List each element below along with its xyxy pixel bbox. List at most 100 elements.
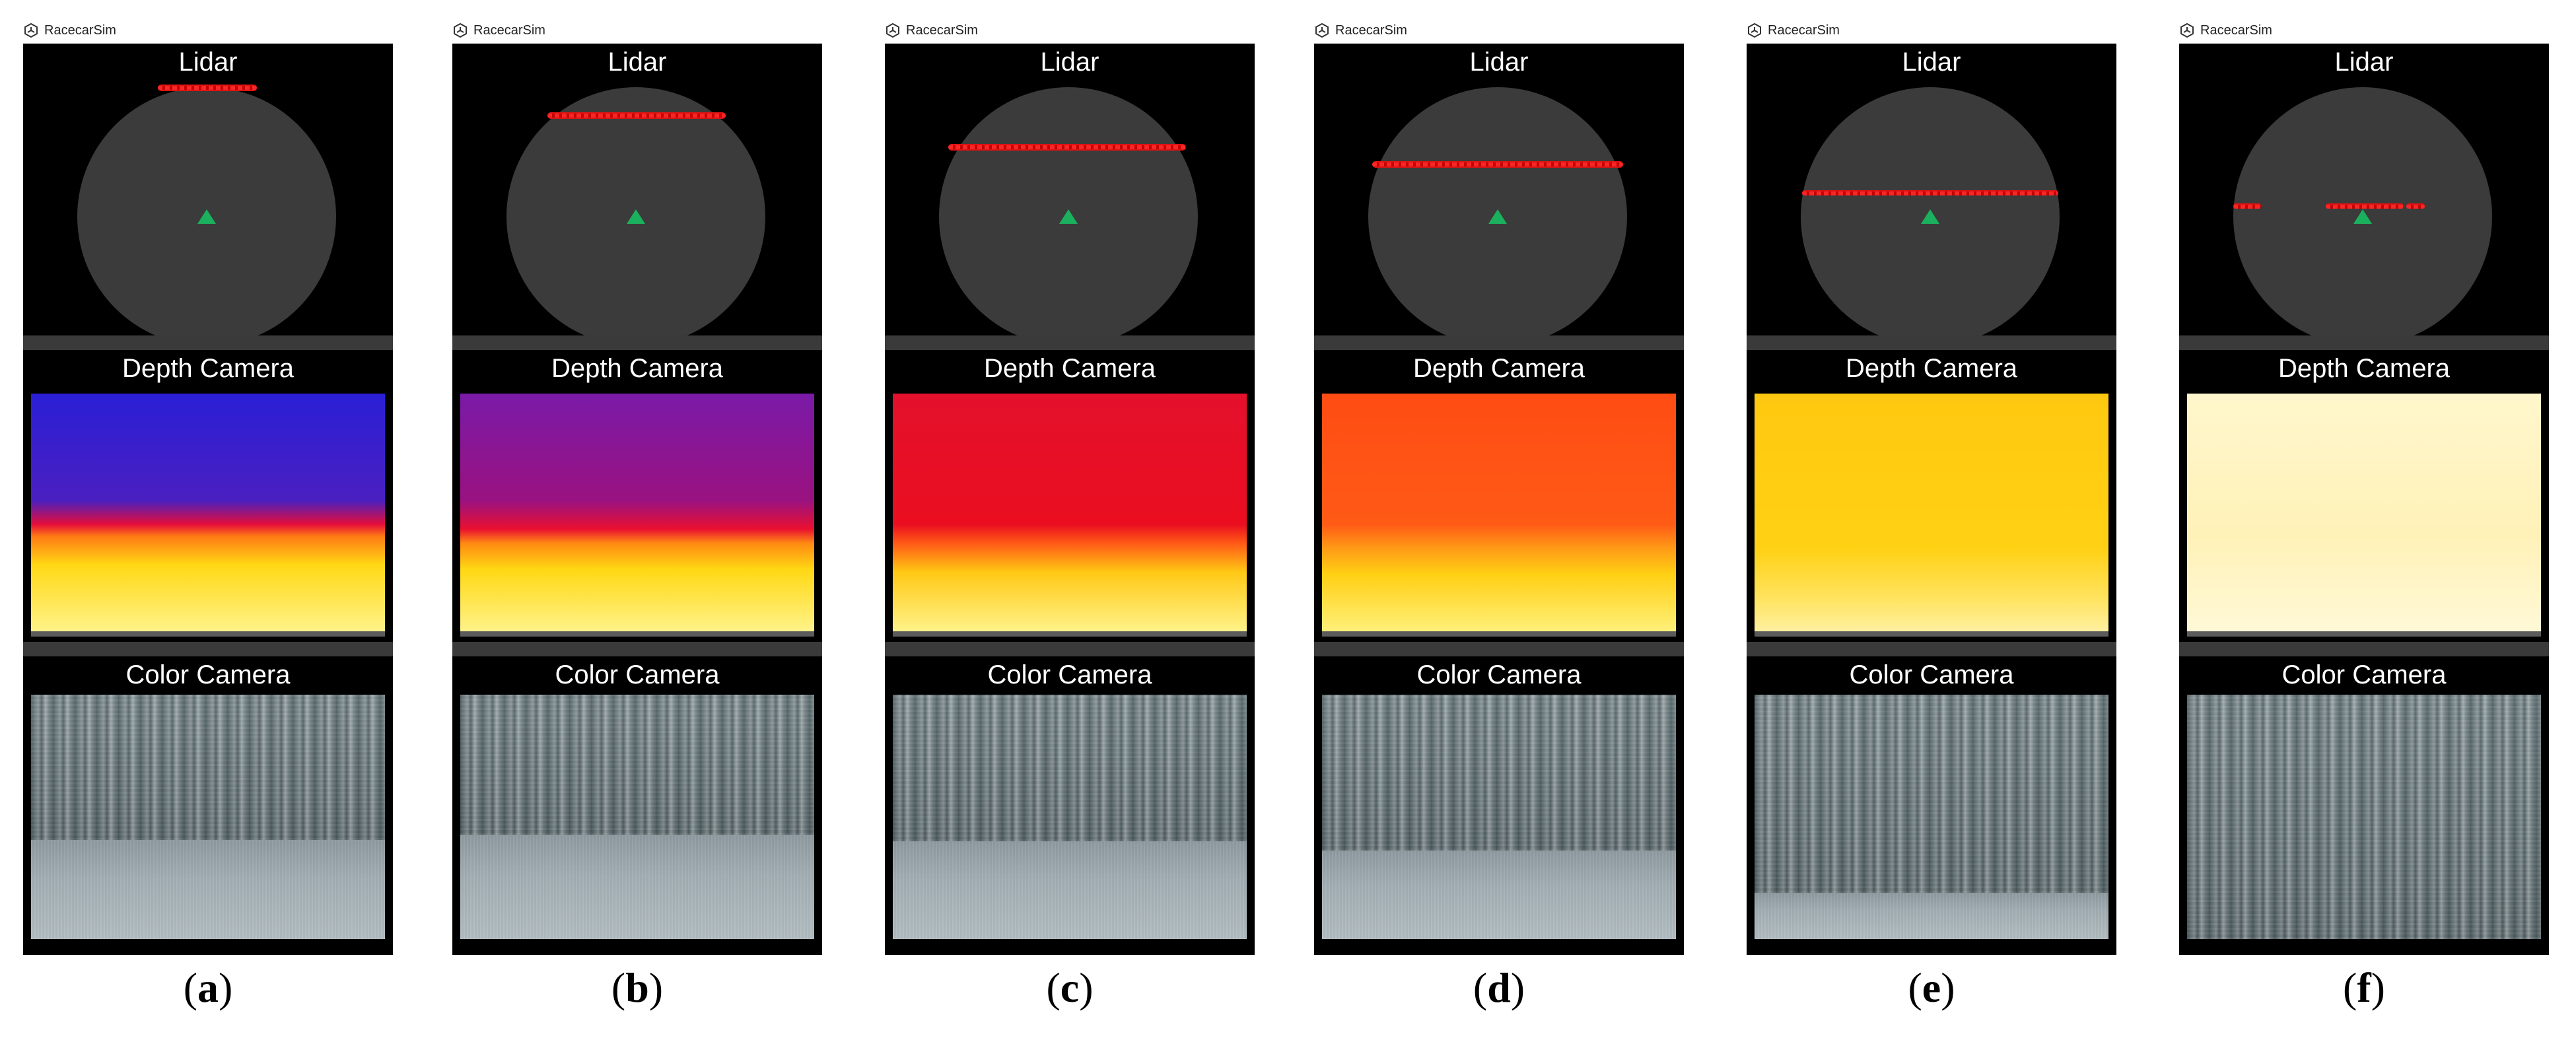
app-title: RacecarSim: [44, 22, 116, 38]
lidar-view: [939, 87, 1198, 346]
lidar-panel: Lidar: [2179, 44, 2549, 346]
subfigure-label: (a): [183, 964, 233, 1011]
color-camera-view: [893, 695, 1247, 939]
color-camera-title: Color Camera: [125, 660, 291, 689]
screenshot-a: RacecarSim Lidar Depth Camera Color Came…: [23, 0, 419, 1046]
racecarsim-window: Lidar Depth Camera Color Camera: [2179, 44, 2549, 955]
window-titlebar: RacecarSim: [1314, 18, 1684, 42]
subfigure-label: (d): [1473, 964, 1525, 1011]
lidar-panel: Lidar: [885, 44, 1255, 346]
lidar-scan-points: [2233, 203, 2261, 209]
window-titlebar: RacecarSim: [2179, 18, 2549, 42]
color-camera-title: Color Camera: [555, 660, 720, 689]
racecarsim-window: Lidar Depth Camera Color Camera: [1314, 44, 1684, 955]
app-title: RacecarSim: [1768, 22, 1840, 38]
unity-icon: [1314, 22, 1330, 38]
color-camera-title: Color Camera: [2281, 660, 2447, 689]
depth-camera-title: Depth Camera: [1412, 354, 1585, 383]
wall-texture: [1755, 695, 2108, 893]
lidar-scan-points: [547, 112, 726, 119]
panel-divider: [2179, 335, 2549, 350]
screenshot-e: RacecarSim Lidar Depth Camera Color Came…: [1747, 0, 2143, 1046]
wall-texture: [893, 695, 1247, 841]
wall-texture: [460, 695, 814, 835]
screenshot-d: RacecarSim Lidar Depth Camera Color Came…: [1314, 0, 1710, 1046]
car-marker-icon: [1488, 209, 1507, 224]
unity-icon: [23, 22, 39, 38]
depth-camera-view: [2187, 394, 2541, 637]
depth-camera-panel: Depth Camera: [2179, 350, 2549, 642]
color-camera-panel: Color Camera: [1747, 656, 2116, 955]
lidar-panel: Lidar: [452, 44, 822, 346]
depth-camera-title: Depth Camera: [1845, 354, 2018, 383]
depth-camera-title: Depth Camera: [551, 354, 724, 383]
unity-icon: [2179, 22, 2195, 38]
panel-divider: [885, 335, 1255, 350]
lidar-title: Lidar: [2334, 48, 2394, 77]
lidar-scan-points: [2406, 203, 2425, 209]
lidar-panel: Lidar: [1314, 44, 1684, 346]
panel-divider: [23, 642, 393, 656]
panel-divider: [1747, 335, 2116, 350]
depth-camera-panel: Depth Camera: [1747, 350, 2116, 642]
color-camera-view: [31, 695, 385, 939]
wall-texture: [2187, 695, 2541, 939]
lidar-view: [77, 85, 336, 346]
color-camera-view: [1322, 695, 1676, 939]
lidar-title: Lidar: [1469, 48, 1529, 77]
depth-camera-view: [1755, 394, 2108, 637]
car-marker-icon: [1921, 209, 1939, 224]
depth-camera-title: Depth Camera: [2278, 354, 2451, 383]
screenshot-f: RacecarSim Lidar Depth Camera Color Came…: [2179, 0, 2575, 1046]
panel-divider: [452, 642, 822, 656]
window-titlebar: RacecarSim: [1747, 18, 2116, 42]
depth-camera-panel: Depth Camera: [452, 350, 822, 642]
lidar-scan-points: [2326, 203, 2404, 209]
panel-divider: [23, 335, 393, 350]
color-camera-panel: Color Camera: [23, 656, 393, 955]
lidar-scan-points: [158, 85, 257, 91]
panel-divider: [452, 335, 822, 350]
subfigure-label: (f): [2343, 964, 2385, 1011]
window-titlebar: RacecarSim: [452, 18, 822, 42]
lidar-view: [506, 87, 765, 346]
panel-divider: [1747, 642, 2116, 656]
subfigure-label: (e): [1908, 964, 1955, 1011]
lidar-title: Lidar: [178, 48, 238, 77]
app-title: RacecarSim: [473, 22, 545, 38]
color-camera-title: Color Camera: [987, 660, 1152, 689]
subfigure-label: (b): [611, 964, 664, 1011]
depth-camera-view: [893, 394, 1247, 637]
color-camera-view: [460, 695, 814, 939]
lidar-view: [2233, 87, 2492, 346]
depth-camera-title: Depth Camera: [983, 354, 1156, 383]
racecarsim-window: Lidar Depth Camera Color Camera: [885, 44, 1255, 955]
lidar-title: Lidar: [608, 48, 667, 77]
floor-texture: [1755, 893, 2108, 939]
car-marker-icon: [627, 209, 645, 224]
depth-camera-title: Depth Camera: [122, 354, 295, 383]
screenshot-c: RacecarSim Lidar Depth Camera Color Came…: [885, 0, 1281, 1046]
color-camera-panel: Color Camera: [2179, 656, 2549, 955]
screenshot-b: RacecarSim Lidar Depth Camera Color Came…: [452, 0, 849, 1046]
lidar-panel: Lidar: [23, 44, 393, 346]
window-titlebar: RacecarSim: [885, 18, 1255, 42]
lidar-title: Lidar: [1902, 48, 1961, 77]
window-titlebar: RacecarSim: [23, 18, 393, 42]
lidar-view: [1368, 87, 1627, 346]
car-marker-icon: [1059, 209, 1078, 224]
panel-divider: [1314, 335, 1684, 350]
racecarsim-window: Lidar Depth Camera Color Camera: [23, 44, 393, 955]
panel-divider: [1314, 642, 1684, 656]
depth-camera-view: [1322, 394, 1676, 637]
floor-texture: [460, 835, 814, 939]
color-camera-panel: Color Camera: [1314, 656, 1684, 955]
floor-texture: [893, 841, 1247, 939]
depth-camera-view: [31, 394, 385, 637]
app-title: RacecarSim: [906, 22, 978, 38]
lidar-scan-points: [948, 144, 1186, 151]
lidar-scan-points: [1372, 161, 1623, 168]
panel-divider: [2179, 642, 2549, 656]
unity-icon: [885, 22, 901, 38]
color-camera-title: Color Camera: [1416, 660, 1582, 689]
